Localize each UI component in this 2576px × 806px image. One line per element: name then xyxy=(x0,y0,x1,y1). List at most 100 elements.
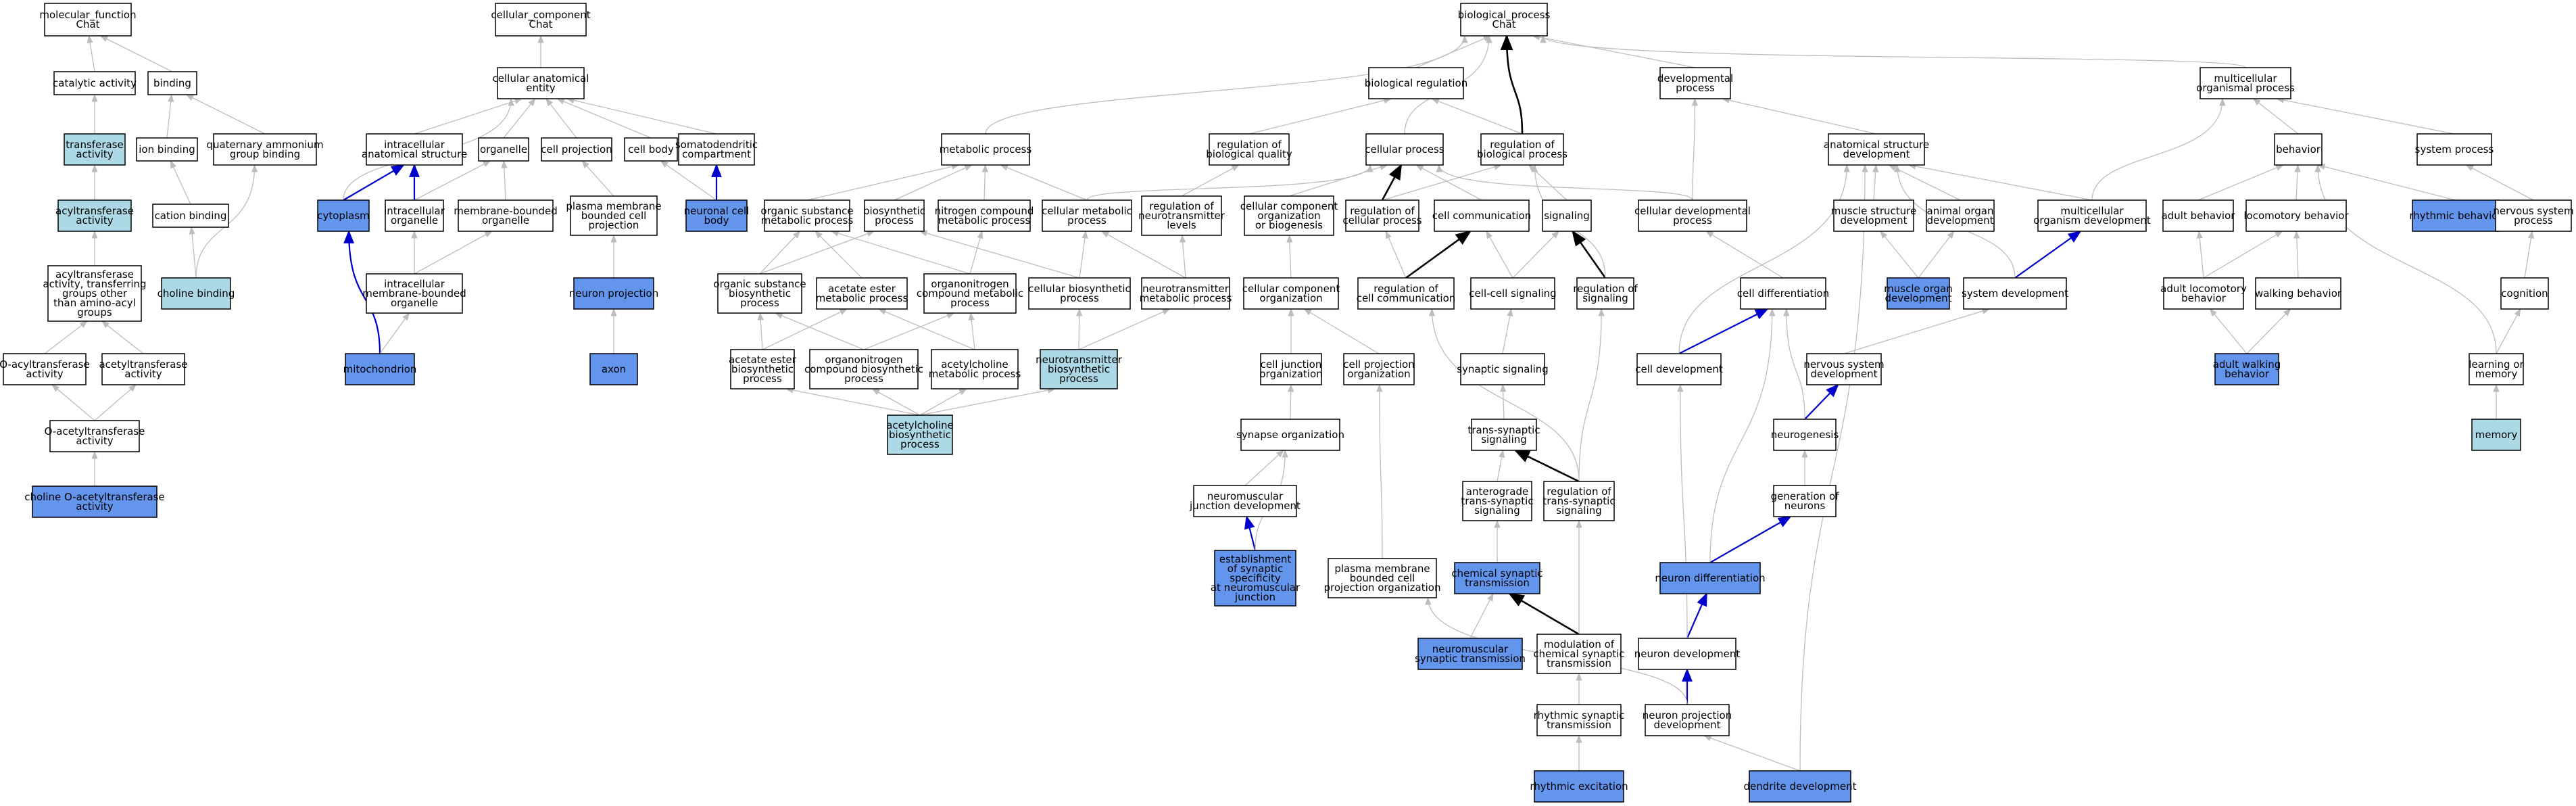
node-cell-body[interactable]: cell body xyxy=(624,137,678,162)
node-mitochondrion[interactable]: mitochondrion xyxy=(343,353,417,385)
node-adult-behavior[interactable]: adult behavior xyxy=(2162,199,2236,232)
node-metabolic-process[interactable]: metabolic process xyxy=(940,133,1032,166)
node-neuron-differentiation[interactable]: neuron differentiation xyxy=(1655,562,1766,594)
node-organelle[interactable]: organelle xyxy=(478,137,529,162)
node-bio-regulation[interactable]: biological regulation xyxy=(1365,67,1467,99)
node-behavior[interactable]: behavior xyxy=(2274,133,2323,166)
node-cell-differentiation[interactable]: cell differentiation xyxy=(1737,277,1829,310)
node-cytoplasm[interactable]: cytoplasm xyxy=(317,199,370,232)
node-cation-binding[interactable]: cation binding xyxy=(152,204,229,228)
node-neurogenesis[interactable]: neurogenesis xyxy=(1771,419,1839,451)
node-catalytic[interactable]: catalytic activity xyxy=(53,71,137,95)
node-cell-cell-signaling[interactable]: cell-cell signaling xyxy=(1469,277,1557,310)
node-ion-binding[interactable]: ion binding xyxy=(136,137,198,162)
node-synaptic-signaling[interactable]: synaptic signaling xyxy=(1457,353,1549,385)
node-cell-communication[interactable]: cell communication xyxy=(1432,199,1532,232)
node-cellular-process[interactable]: cellular process xyxy=(1365,133,1444,166)
node-choline-binding[interactable]: choline binding xyxy=(157,277,235,310)
node-cell-development[interactable]: cell development xyxy=(1635,353,1723,385)
node-axon[interactable]: axon xyxy=(589,353,638,385)
node-rhythmic-behavior[interactable]: rhythmic behavior xyxy=(2409,199,2502,232)
node-dendrite-development[interactable]: dendrite development xyxy=(1744,770,1857,803)
node-walking-behavior[interactable]: walking behavior xyxy=(2255,277,2342,310)
node-memory[interactable]: memory xyxy=(2471,419,2521,451)
node-cell-projection[interactable]: cell projection xyxy=(541,137,612,162)
node-signaling[interactable]: signaling xyxy=(1542,199,1592,232)
node-system-development[interactable]: system development xyxy=(1962,277,2068,310)
node-neuron-projection[interactable]: neuron projection xyxy=(569,277,658,310)
node-synapse-organization[interactable]: synapse organization xyxy=(1236,419,1344,451)
node-neuron-development[interactable]: neuron development xyxy=(1634,638,1741,670)
node-rhythmic-excitation[interactable]: rhythmic excitation xyxy=(1530,770,1628,803)
node-binding[interactable]: binding xyxy=(147,71,197,95)
node-system-process[interactable]: system process xyxy=(2415,133,2494,166)
node-locomotory-behavior[interactable]: locomotory behavior xyxy=(2243,199,2349,232)
